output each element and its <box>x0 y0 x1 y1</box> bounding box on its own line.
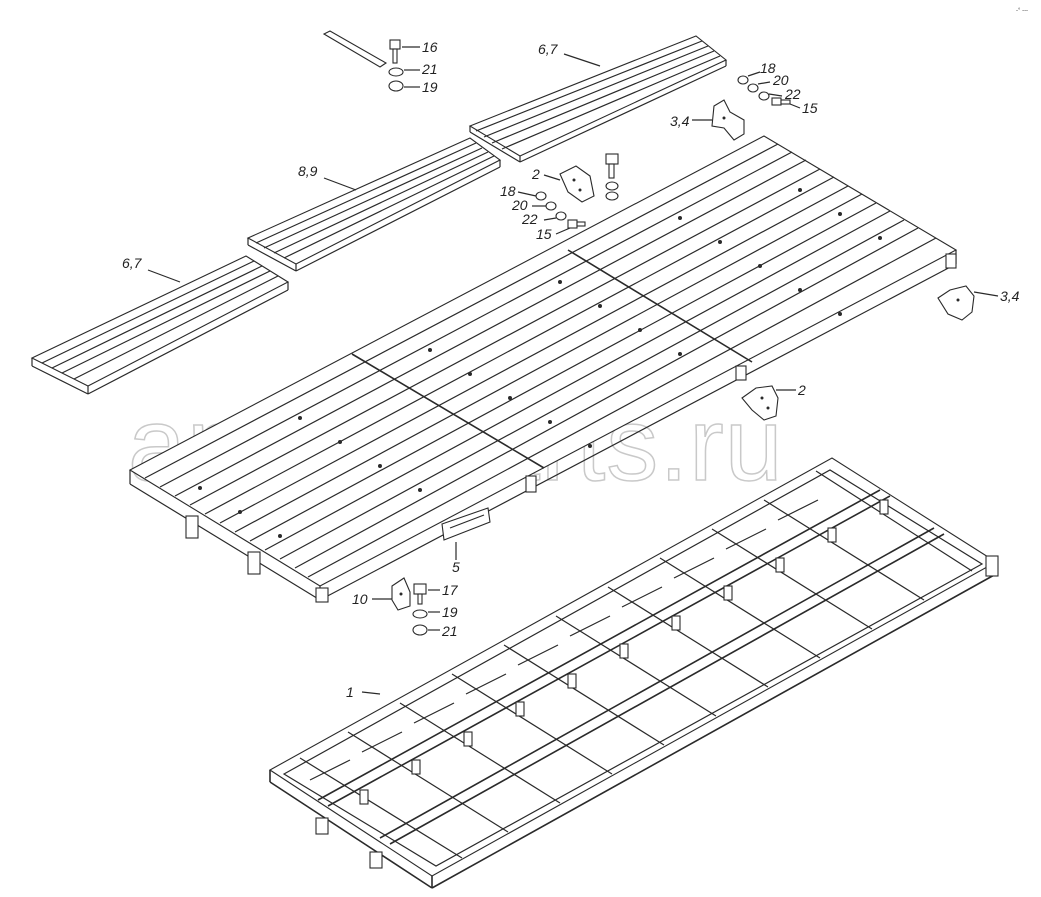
callout-21-top: 21 <box>421 61 438 77</box>
bracket-3-4-right <box>937 285 999 321</box>
callout-8-9: 8,9 <box>298 163 318 179</box>
frame-1 <box>268 457 999 889</box>
callout-19-top: 19 <box>422 79 438 95</box>
callout-20-top: 20 <box>772 72 789 88</box>
fasteners-top-right <box>737 71 801 109</box>
fasteners-middle <box>517 191 586 235</box>
plate-5 <box>441 507 491 560</box>
callout-18-middle: 18 <box>500 183 516 199</box>
callout-6-7-left: 6,7 <box>122 255 143 271</box>
callout-15-top: 15 <box>802 100 818 116</box>
callout-18-top: 18 <box>760 60 776 76</box>
callout-3-4-top: 3,4 <box>670 113 690 129</box>
board-top <box>468 35 728 163</box>
callout-15-middle: 15 <box>536 226 552 242</box>
callout-5: 5 <box>452 559 460 575</box>
bolt-stack-top <box>388 39 420 92</box>
bracket-10 <box>372 577 411 611</box>
fasteners-bottom <box>412 583 440 636</box>
floor-platform <box>128 135 958 603</box>
callout-1: 1 <box>346 684 354 700</box>
callout-22-middle: 22 <box>521 211 538 227</box>
bracket-2-middle <box>543 153 619 203</box>
callout-3-4-right: 3,4 <box>1000 288 1020 304</box>
board-left <box>30 255 290 395</box>
callout-16: 16 <box>422 39 438 55</box>
strap-part <box>322 30 388 68</box>
callout-2-right: 2 <box>797 382 806 398</box>
callout-20-middle: 20 <box>511 197 528 213</box>
callout-17: 17 <box>442 582 459 598</box>
board-middle <box>246 137 502 272</box>
callout-19-bottom: 19 <box>442 604 458 620</box>
bracket-3-4-top <box>692 99 745 141</box>
callout-21-bottom: 21 <box>441 623 458 639</box>
bracket-2-right <box>741 385 796 421</box>
callout-2-middle: 2 <box>531 166 540 182</box>
callout-22-top: 22 <box>784 86 801 102</box>
callout-6-7-top: 6,7 <box>538 41 559 57</box>
corner-mark: -° --- <box>1016 8 1028 14</box>
callout-10: 10 <box>352 591 368 607</box>
